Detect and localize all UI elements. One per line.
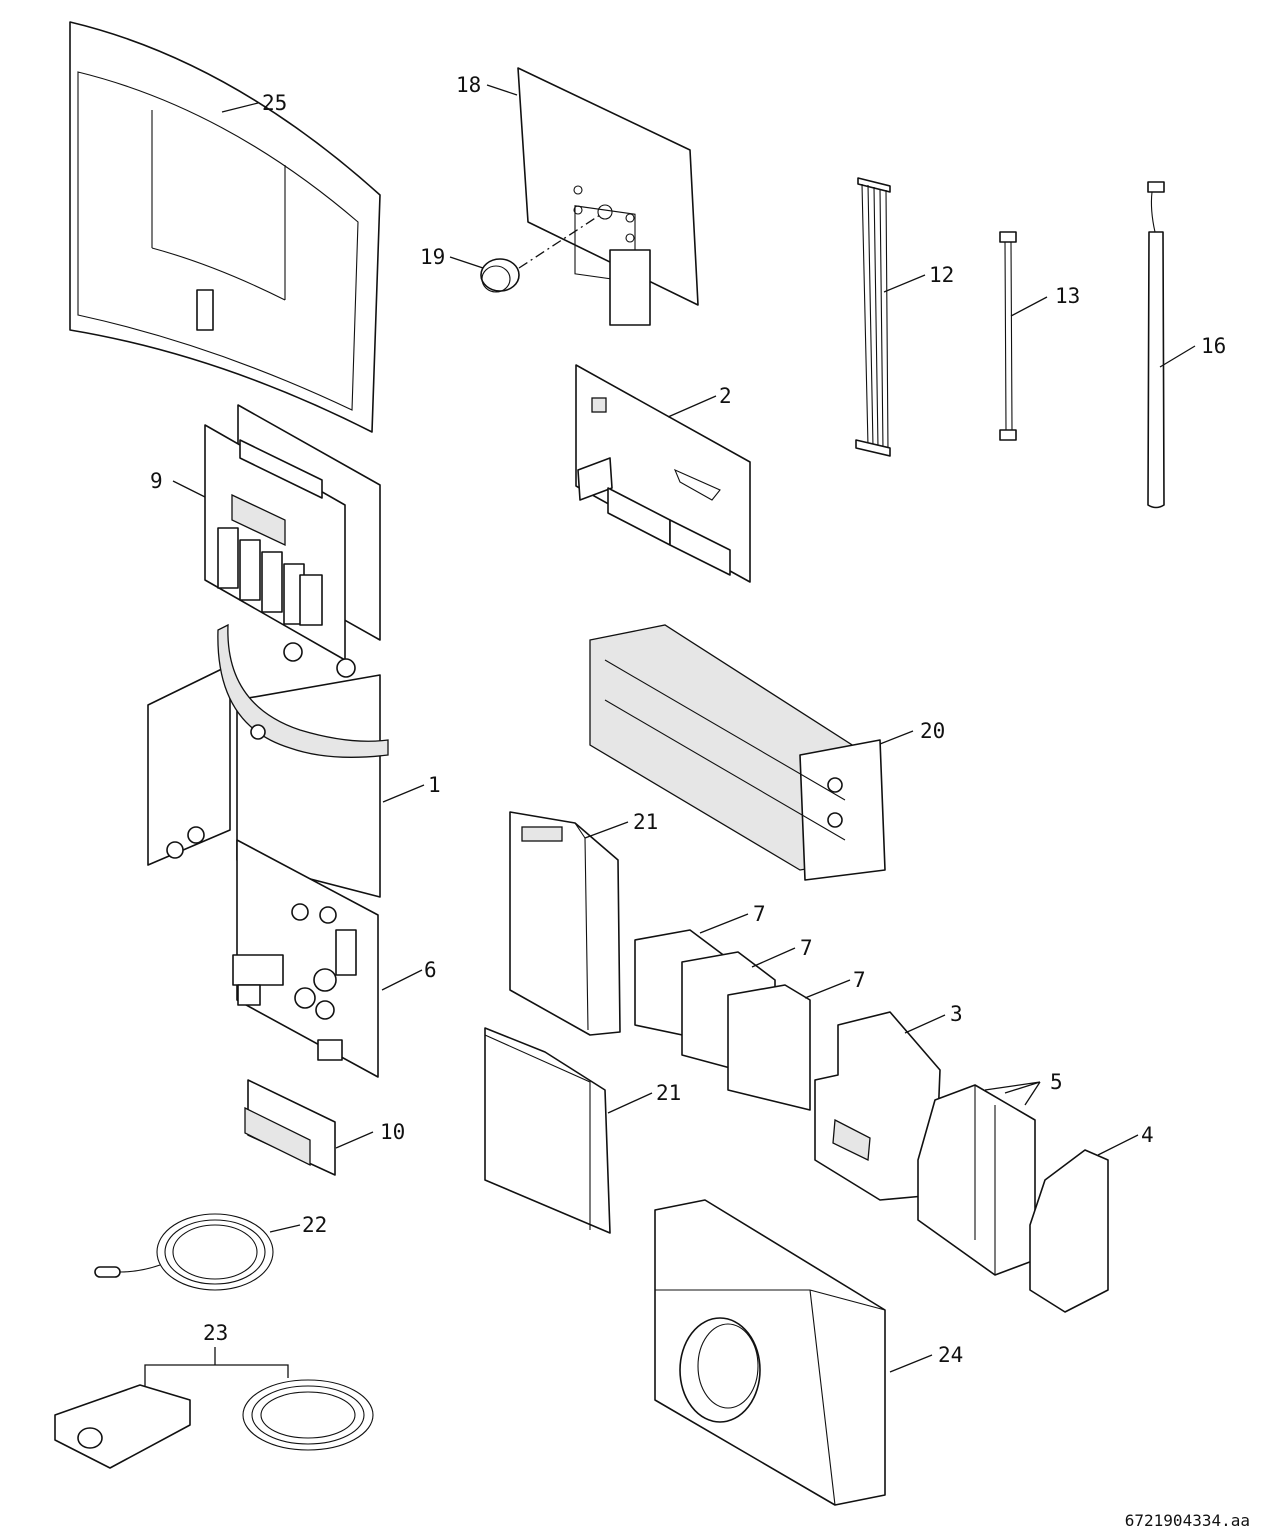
part-main-pcb bbox=[575, 364, 751, 583]
callout-21-lower: 21 bbox=[656, 1081, 681, 1105]
part-knob bbox=[480, 214, 601, 293]
part-cable-sensor-22 bbox=[94, 1213, 274, 1291]
part-ribbon-cable-12 bbox=[855, 177, 891, 457]
part-terminal-strip bbox=[589, 624, 886, 881]
callout-3: 3 bbox=[950, 1002, 963, 1026]
callout-18: 18 bbox=[456, 73, 481, 97]
callout-1: 1 bbox=[428, 773, 441, 797]
callout-7-second: 7 bbox=[800, 936, 813, 960]
part-base-board bbox=[147, 623, 389, 898]
callout-10: 10 bbox=[380, 1120, 405, 1144]
callout-6: 6 bbox=[424, 958, 437, 982]
part-module-21-lower bbox=[484, 1027, 611, 1234]
part-breaker-single bbox=[1029, 1149, 1109, 1313]
leader-lines bbox=[172, 84, 1196, 1373]
part-relay-board bbox=[204, 404, 381, 678]
callout-24: 24 bbox=[938, 1343, 963, 1367]
part-connector-board-10 bbox=[244, 1079, 336, 1176]
document-number: 6721904334.aa bbox=[1125, 1511, 1250, 1530]
part-module-21-upper bbox=[509, 811, 621, 1036]
part-cable-13 bbox=[999, 231, 1017, 441]
callout-20: 20 bbox=[920, 719, 945, 743]
callout-5: 5 bbox=[1050, 1070, 1063, 1094]
part-power-board bbox=[232, 839, 379, 1078]
part-display-board bbox=[517, 67, 699, 326]
part-sensor-16 bbox=[1147, 181, 1165, 509]
callout-9: 9 bbox=[150, 469, 163, 493]
part-relays bbox=[634, 929, 811, 1111]
callout-2: 2 bbox=[719, 384, 732, 408]
part-circuit-breakers bbox=[917, 1084, 1036, 1276]
callout-19: 19 bbox=[420, 245, 445, 269]
part-main-switch bbox=[814, 1011, 941, 1201]
callout-4: 4 bbox=[1141, 1123, 1154, 1147]
callout-16: 16 bbox=[1201, 334, 1226, 358]
callout-12: 12 bbox=[929, 263, 954, 287]
callout-25: 25 bbox=[262, 91, 287, 115]
part-room-controller bbox=[654, 1199, 886, 1506]
part-sensor-kit-23 bbox=[54, 1347, 374, 1469]
callout-13: 13 bbox=[1055, 284, 1080, 308]
callout-21-upper: 21 bbox=[633, 810, 658, 834]
part-front-cover bbox=[69, 21, 381, 433]
callout-labels: 25 18 19 12 13 16 2 9 20 1 21 7 7 7 6 3 … bbox=[150, 73, 1226, 1367]
callout-22: 22 bbox=[302, 1213, 327, 1237]
callout-7-first: 7 bbox=[753, 902, 766, 926]
callout-7-third: 7 bbox=[853, 968, 866, 992]
callout-23: 23 bbox=[203, 1321, 228, 1345]
